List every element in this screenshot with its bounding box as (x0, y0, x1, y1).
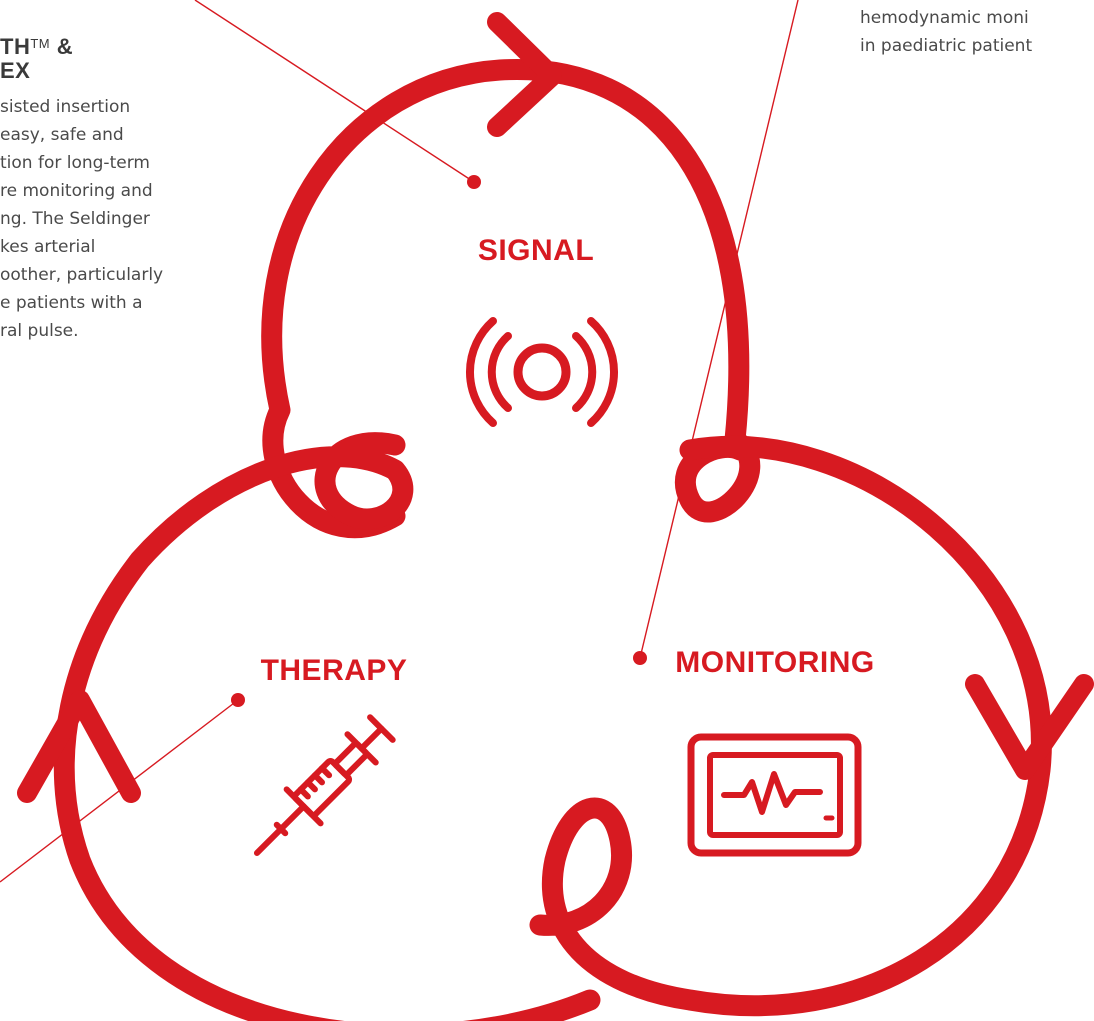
left-body-line: kes arterial (0, 237, 96, 257)
monitoring-connector-line (639, 0, 799, 659)
monitoring-cycle-arc (529, 435, 1052, 1017)
right-body-line: in paediatric patient (860, 36, 1033, 56)
left-body-line: easy, safe and (0, 125, 124, 145)
monitoring-arrowhead (965, 674, 1094, 780)
monitor-ecg-icon (687, 733, 862, 857)
signal-connector-line (194, 0, 475, 183)
trademark-symbol: TM (30, 36, 51, 51)
left-body-line: oother, particularly (0, 265, 164, 285)
therapy-label: THERAPY (261, 654, 408, 687)
monitoring-connector-dot (633, 651, 647, 665)
left-heading-amp: & (50, 34, 74, 59)
signal-broadcast-icon (466, 317, 618, 427)
signal-label: SIGNAL (478, 234, 594, 267)
left-heading: THTM & EX (0, 32, 240, 83)
left-body-line: ral pulse. (0, 321, 79, 341)
therapy-connector-dot (231, 693, 245, 707)
right-description: hemodynamic moni in paediatric patient (860, 4, 1032, 60)
signal-connector-dot (467, 175, 481, 189)
left-body-line: tion for long-term (0, 153, 150, 173)
syringe-icon (253, 714, 396, 857)
left-body-line: e patients with a (0, 293, 143, 313)
therapy-cycle-arc (53, 432, 601, 1021)
signal-cycle-arc (261, 58, 761, 539)
monitoring-label: MONITORING (675, 646, 874, 679)
left-body-text: sisted insertion easy, safe and tion for… (0, 93, 240, 345)
left-heading-line1: TH (0, 34, 31, 59)
therapy-arrowhead (17, 690, 141, 803)
right-body-line: hemodynamic moni (860, 8, 1029, 28)
left-body-line: ng. The Seldinger (0, 209, 150, 229)
left-heading-line2: EX (0, 58, 31, 83)
left-body-line: sisted insertion (0, 97, 131, 117)
signal-arrowhead (487, 12, 562, 137)
left-body-line: re monitoring and (0, 181, 153, 201)
left-description: THTM & EX sisted insertion easy, safe an… (0, 32, 240, 345)
